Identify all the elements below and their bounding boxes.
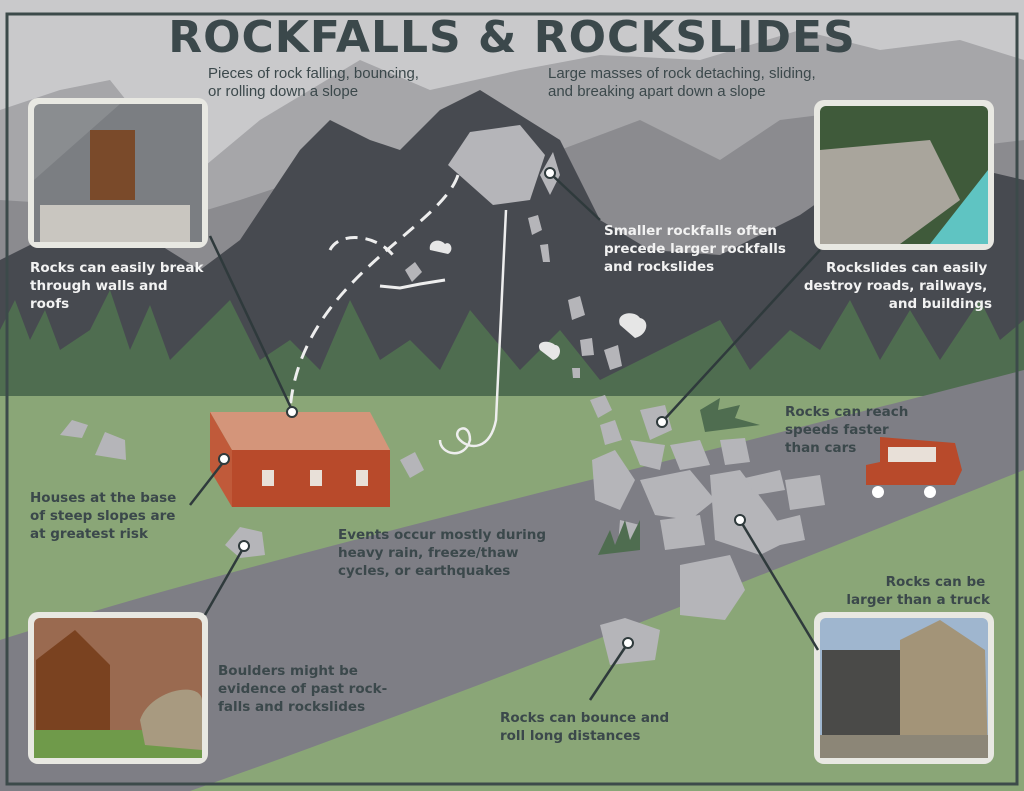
callout-houses-base: Houses at the base of steep slopes are a… [30, 490, 181, 542]
callout-boulders: Boulders might be evidence of past rock-… [218, 663, 392, 715]
callout-smaller-rockfalls: Smaller rockfalls often precede larger r… [604, 223, 791, 275]
photo-truck-boulder [814, 612, 994, 764]
callout-bounce-roll: Rocks can bounce and roll long distances [500, 710, 674, 744]
car [866, 437, 962, 498]
bounce-arc [328, 236, 397, 259]
photo-house-boulder [28, 612, 208, 764]
callout-leaders [189, 167, 821, 701]
tree-line [0, 290, 1024, 400]
frame-border [5, 12, 1019, 786]
callout-speeds: Rocks can reach speeds faster than cars [785, 404, 913, 456]
uprooted-tree [598, 520, 640, 555]
dust-puff [619, 313, 647, 338]
uprooted-tree [700, 398, 760, 432]
impact-line [379, 278, 446, 290]
rockfall-definition: Pieces of rock falling, bouncing, or rol… [208, 65, 423, 100]
callout-walls-roofs: Rocks can easily break through walls and… [30, 260, 208, 312]
rock [405, 262, 422, 282]
photo-rockslide-road [814, 100, 994, 250]
dark-mountain [0, 90, 1024, 400]
falling-rocks [60, 215, 660, 665]
callout-events: Events occur mostly during heavy rain, f… [338, 527, 551, 579]
photo-damaged-roof [28, 98, 208, 248]
page-title: ROCKFALLS & ROCKSLIDES [168, 12, 856, 63]
bounce-path [288, 174, 460, 411]
rockslide-debris [590, 395, 825, 620]
house [210, 412, 390, 507]
roll-path [438, 209, 508, 455]
source-rock [448, 125, 545, 205]
callout-larger-truck: Rocks can be larger than a truck [846, 574, 991, 608]
callout-destroy-roads: Rockslides can easily destroy roads, rai… [804, 260, 992, 312]
rockslide-definition: Large masses of rock detaching, sliding,… [548, 65, 820, 100]
dust-puff [429, 240, 452, 254]
dust-puff [538, 341, 561, 360]
